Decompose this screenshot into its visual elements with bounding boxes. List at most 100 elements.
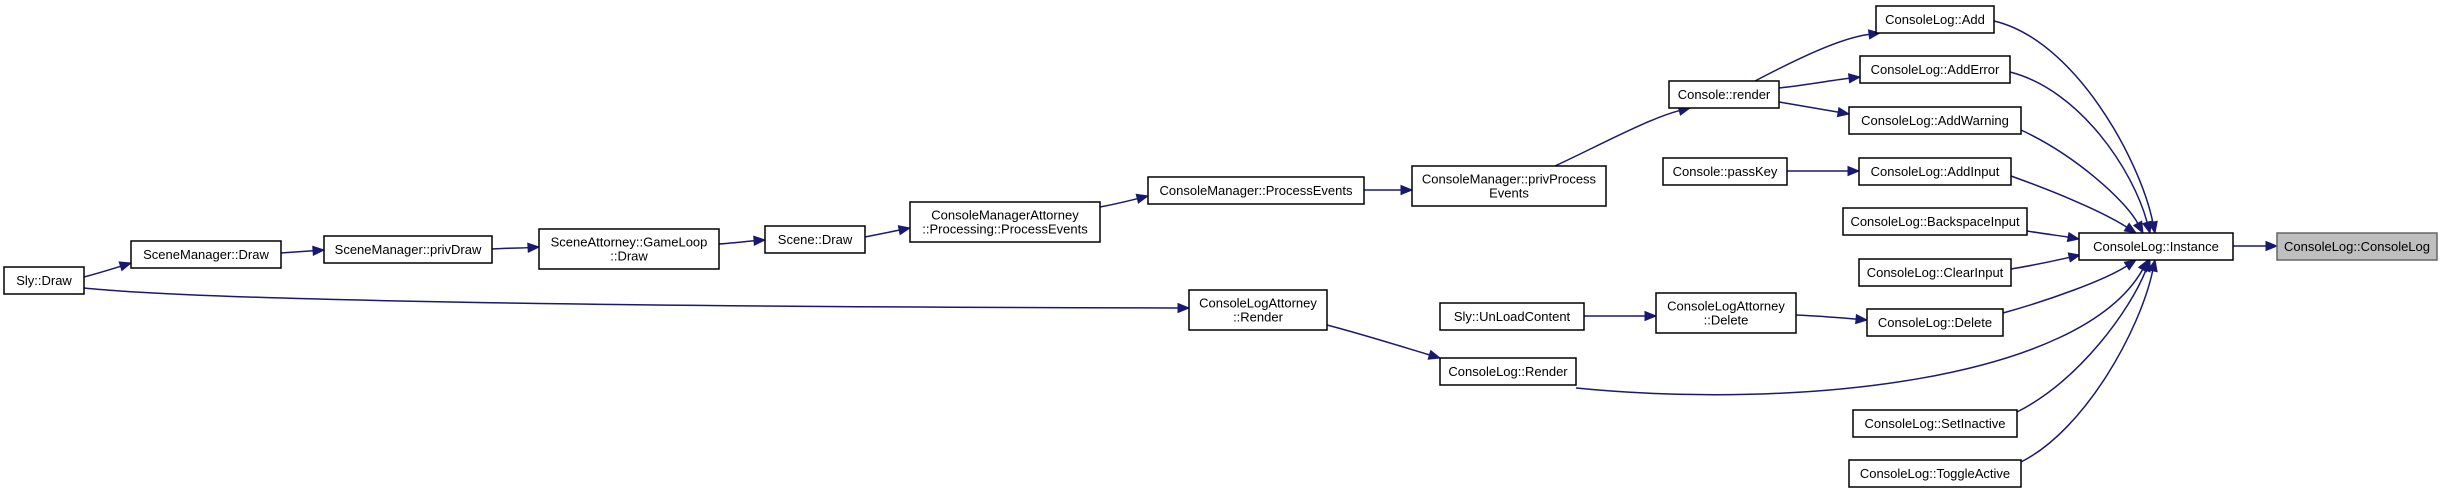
edge-consolelog-delete-to-consolelog-instance — [2002, 259, 2138, 314]
edge-line — [2009, 71, 2148, 223]
node-label: ConsoleLog::Instance — [2093, 239, 2219, 254]
edge-line — [2026, 230, 2069, 238]
edge-consolelog-clearinput-to-consolelog-instance — [2010, 252, 2082, 270]
node-box — [1858, 157, 2012, 186]
node-consolelog-addinput[interactable]: ConsoleLog::AddInput — [1858, 157, 2012, 186]
node-label: ConsoleLog::ToggleActive — [1860, 466, 2010, 481]
node-box — [1188, 289, 1328, 331]
arrowhead — [2123, 222, 2138, 234]
arrowhead — [1836, 106, 1851, 118]
node-consolemanager-processevents[interactable]: ConsoleManager::ProcessEvents — [1147, 176, 1365, 205]
arrowhead — [1644, 310, 1658, 322]
node-label: ConsoleLog::SetInactive — [1865, 416, 2006, 431]
edge-consolelog-instance-to-consolelog-consolelog — [2232, 240, 2279, 252]
edges-layer — [83, 20, 2279, 463]
node-consolemanagerattorney-processing[interactable]: ConsoleManagerAttorney::Processing::Proc… — [909, 201, 1101, 243]
edge-consolelogattorney-delete-to-consolelog-delete — [1795, 313, 1869, 325]
arrowhead — [312, 245, 326, 257]
node-box — [538, 228, 720, 270]
node-consolelog-backspaceinput[interactable]: ConsoleLog::BackspaceInput — [1842, 207, 2028, 236]
arrowhead — [1847, 73, 1862, 84]
edge-scenemanager-draw-to-scenemanager-privdraw — [280, 245, 326, 257]
node-consolelog-setinactive[interactable]: ConsoleLog::SetInactive — [1852, 409, 2018, 438]
arrowhead — [2123, 259, 2138, 271]
node-consolelog-toggleactive[interactable]: ConsoleLog::ToggleActive — [1848, 459, 2022, 488]
node-box — [764, 225, 866, 254]
arrowhead — [2067, 252, 2082, 263]
node-box — [1655, 292, 1797, 334]
node-consolelog-adderror[interactable]: ConsoleLog::AddError — [1859, 55, 2011, 84]
node-consolelog-consolelog[interactable]: ConsoleLog::ConsoleLog — [2276, 232, 2438, 261]
node-box — [1858, 258, 2012, 287]
edge-line — [1099, 197, 1138, 208]
node-label: Scene::Draw — [778, 232, 853, 247]
node-label: ConsoleLog::BackspaceInput — [1850, 214, 2020, 229]
arrowhead — [2132, 220, 2144, 235]
edge-line — [1575, 269, 2144, 396]
arrowhead — [897, 225, 912, 236]
edge-line — [1754, 33, 1870, 82]
edge-line — [280, 250, 314, 254]
node-box — [909, 201, 1101, 243]
node-sceneattorney-gameloop-draw[interactable]: SceneAttorney::GameLoop::Draw — [538, 228, 720, 270]
node-label: SceneManager::privDraw — [335, 242, 482, 257]
node-label: ::Delete — [1704, 313, 1749, 328]
node-consolelogattorney-delete[interactable]: ConsoleLogAttorney::Delete — [1655, 292, 1797, 334]
node-box — [1842, 207, 2028, 236]
edge-line — [1795, 314, 1857, 320]
edge-consolelog-addinput-to-consolelog-instance — [2010, 175, 2138, 234]
node-label: ConsoleManagerAttorney — [931, 208, 1079, 223]
node-consolelog-delete[interactable]: ConsoleLog::Delete — [1866, 308, 2004, 337]
node-label: ConsoleManager::privProcess — [1422, 172, 1597, 187]
edge-sly-unloadcontent-to-consolelogattorney-delete — [1583, 310, 1658, 322]
arrowhead — [1177, 302, 1191, 314]
edge-sly-draw-to-consolelogattorney-render — [83, 287, 1191, 314]
edge-line — [2010, 175, 2128, 228]
edge-line — [2010, 256, 2070, 270]
node-scenemanager-draw[interactable]: SceneManager::Draw — [130, 240, 282, 269]
arrowhead — [1867, 29, 1882, 40]
node-box — [1875, 5, 1995, 34]
node-consolelog-add[interactable]: ConsoleLog::Add — [1875, 5, 1995, 34]
edge-line — [2016, 269, 2147, 413]
node-label: Events — [1489, 186, 1529, 201]
node-box — [323, 235, 493, 264]
arrowhead — [527, 242, 541, 253]
node-box — [1411, 165, 1607, 207]
node-scenemanager-privdraw[interactable]: SceneManager::privDraw — [323, 235, 493, 264]
node-consolelog-addwarning[interactable]: ConsoleLog::AddWarning — [1848, 106, 2022, 135]
node-consolelog-instance[interactable]: ConsoleLog::Instance — [2078, 232, 2234, 261]
edge-line — [864, 229, 900, 238]
node-sly-draw[interactable]: Sly::Draw — [3, 266, 85, 295]
edge-consolemanager-processevents-to-consolemanager-privprocessevents — [1363, 184, 1414, 196]
node-scene-draw[interactable]: Scene::Draw — [764, 225, 866, 254]
edge-sceneattorney-gameloop-draw-to-scene-draw — [718, 235, 767, 246]
arrowhead — [2147, 258, 2158, 273]
node-consolelog-clearinput[interactable]: ConsoleLog::ClearInput — [1858, 258, 2012, 287]
node-label: ::Processing::ProcessEvents — [922, 222, 1088, 237]
node-box — [1147, 176, 1365, 205]
node-box — [1848, 106, 2022, 135]
node-label: Sly::UnLoadContent — [1454, 309, 1571, 324]
node-sly-unloadcontent[interactable]: Sly::UnLoadContent — [1439, 302, 1585, 331]
edge-line — [2020, 270, 2154, 463]
node-consolelog-render[interactable]: ConsoleLog::Render — [1439, 357, 1577, 386]
node-box — [130, 240, 282, 269]
edge-consolelog-adderror-to-consolelog-instance — [2009, 71, 2153, 235]
node-label: Sly::Draw — [16, 273, 72, 288]
edge-consolemanager-privprocessevents-to-console-render — [1554, 105, 1692, 167]
edge-line — [1554, 109, 1680, 167]
edge-line — [2020, 129, 2139, 224]
edge-console-render-to-consolelog-addwarning — [1778, 101, 1851, 118]
node-box — [1852, 409, 2018, 438]
node-console-passkey[interactable]: Console::passKey — [1662, 157, 1788, 186]
node-console-render[interactable]: Console::render — [1668, 80, 1780, 109]
edge-consolelog-setinactive-to-consolelog-instance — [2016, 258, 2151, 413]
node-box — [3, 266, 85, 295]
node-box — [2276, 232, 2438, 261]
edge-consolelogattorney-render-to-consolelog-render — [1326, 324, 1442, 360]
node-consolelogattorney-render[interactable]: ConsoleLogAttorney::Render — [1188, 289, 1328, 331]
node-label: ConsoleLog::ConsoleLog — [2284, 239, 2430, 254]
node-label: ConsoleLogAttorney — [1667, 299, 1785, 314]
